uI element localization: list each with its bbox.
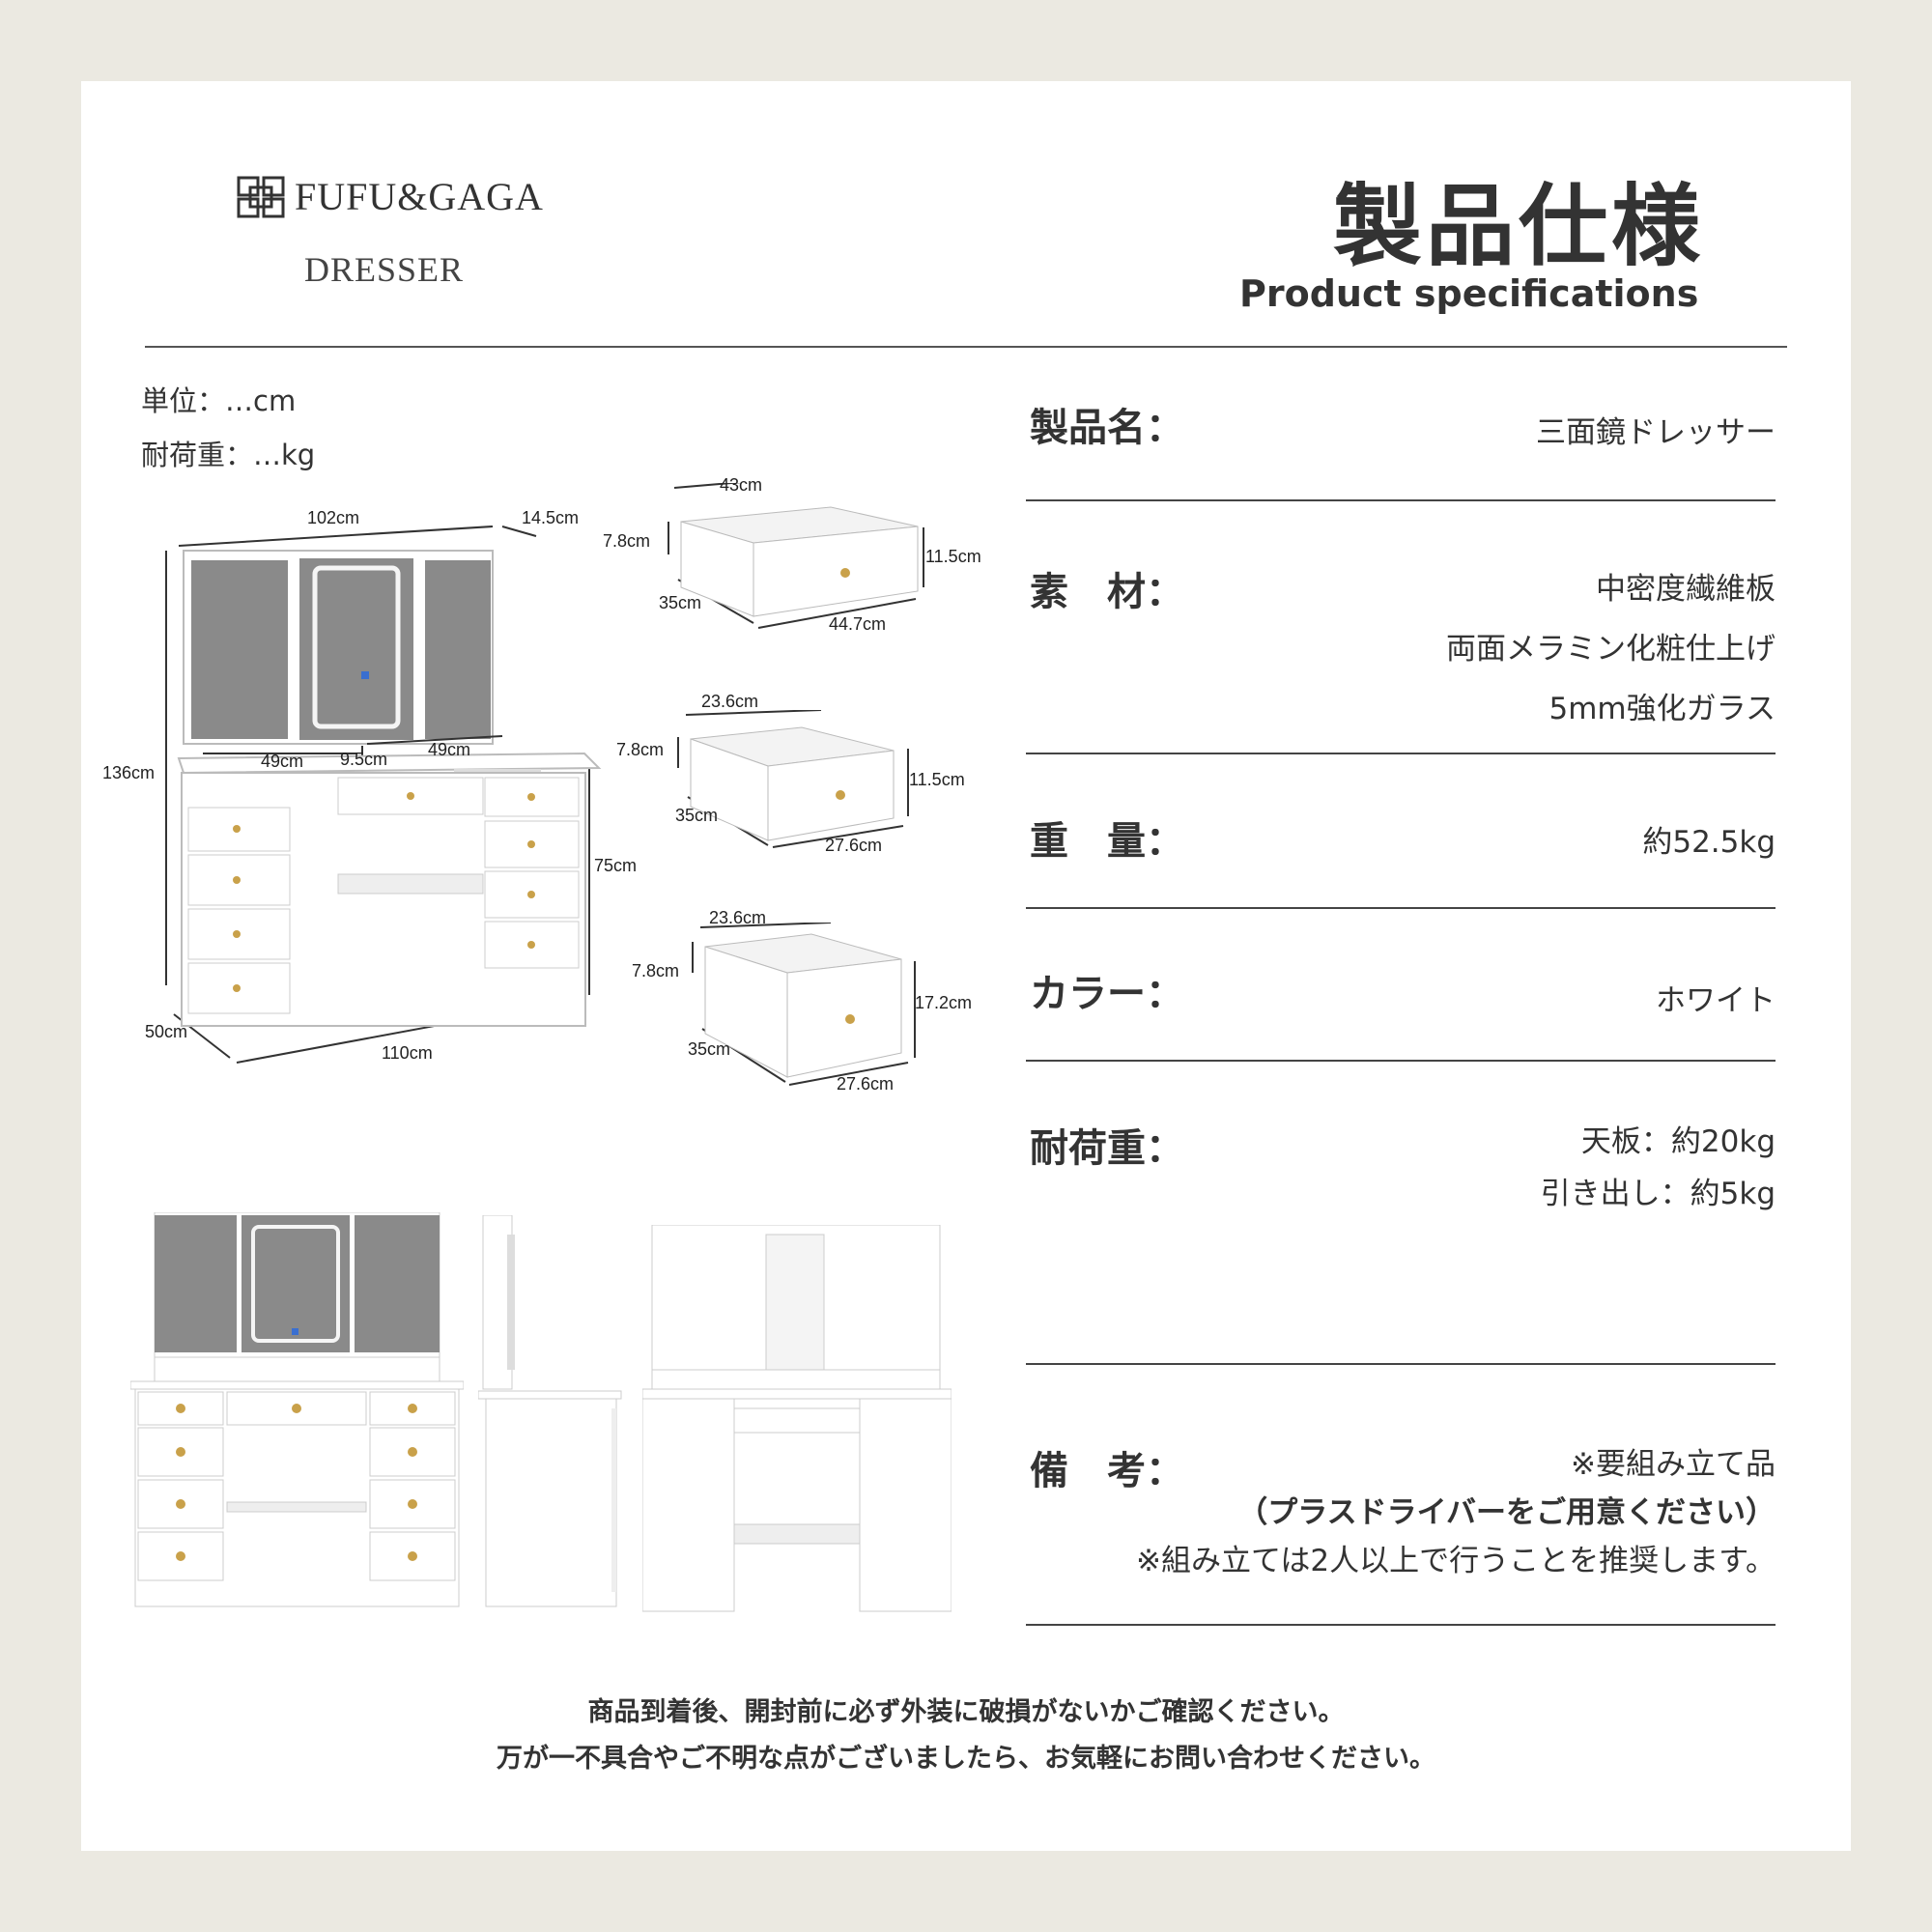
dresser-dimension-drawing [165, 526, 602, 1064]
drawer2-width: 23.6cm [701, 692, 759, 711]
interlocking-box-logo-icon [237, 176, 285, 217]
spec-notes-label: 備 考： [1030, 1449, 1184, 1493]
brand-subtitle: DRESSER [304, 250, 465, 289]
spec-material-value-1: 中密度繊維板 [1596, 572, 1776, 607]
notice-line-2: 万が一不具合やご不明な点がございましたら、お気軽にお問い合わせください。 [497, 1744, 1435, 1774]
spec-divider [1026, 907, 1776, 909]
drawer3-depth: 35cm [688, 1039, 731, 1059]
spec-weight-value: 約52.5kg [1642, 825, 1776, 860]
page-title-jp: 製品仕様 [1333, 175, 1705, 278]
unit-line: 単位：…cm [141, 384, 297, 417]
spec-divider [1026, 1363, 1776, 1365]
drawer1-front-width: 44.7cm [829, 614, 887, 634]
dresser-side-view [478, 1215, 622, 1607]
drawer1-height: 11.5cm [925, 547, 981, 566]
load-unit-line: 耐荷重：…kg [141, 439, 316, 471]
spec-color-value: ホワイト [1656, 983, 1776, 1018]
dim-top-depth: 14.5cm [522, 508, 580, 527]
spec-divider [1026, 1060, 1776, 1062]
drawer2-inner-height: 7.8cm [616, 740, 665, 759]
dim-mid-section: 9.5cm [340, 750, 388, 769]
spec-load-value-1: 天板：約20kg [1580, 1124, 1776, 1159]
drawer3-height: 17.2cm [915, 993, 973, 1012]
dim-width: 110cm [382, 1043, 433, 1063]
dim-left-section: 49cm [261, 752, 304, 771]
spec-material-label: 素 材： [1030, 570, 1184, 614]
spec-divider [1026, 753, 1776, 754]
drawer-medium-drawing [677, 710, 909, 848]
spec-notes-value-1: ※要組み立て品 [1571, 1447, 1776, 1482]
spec-notes-value-2: （プラスドライバーをご用意ください） [1237, 1495, 1776, 1530]
drawer3-inner-height: 7.8cm [632, 961, 680, 980]
dim-total-height: 136cm [102, 763, 156, 782]
spec-color-label: カラー： [1030, 972, 1184, 1016]
drawer2-height: 11.5cm [909, 770, 965, 789]
dim-top-width: 102cm [307, 508, 360, 527]
dim-depth: 50cm [145, 1022, 188, 1041]
dresser-front-view [130, 1212, 464, 1607]
brand-logo: FUFU&GAGA [237, 174, 544, 219]
drawer-deep-drawing [692, 923, 916, 1086]
header-divider [145, 346, 1787, 348]
spec-material-value-2: 両面メラミン化粧仕上げ [1446, 632, 1776, 667]
drawer3-front-width: 27.6cm [837, 1074, 895, 1094]
spec-weight-label: 重 量： [1030, 819, 1184, 864]
notice-line-1: 商品到着後、開封前に必ず外装に破損がないかご確認ください。 [587, 1697, 1345, 1727]
brand-name: FUFU&GAGA [295, 175, 544, 218]
spec-load-value-2: 引き出し：約5kg [1540, 1177, 1776, 1211]
drawer1-depth: 35cm [659, 593, 702, 612]
drawer1-inner-height: 7.8cm [603, 531, 651, 551]
spec-load-label: 耐荷重： [1030, 1126, 1184, 1171]
spec-material-value-3: 5mm強化ガラス [1548, 692, 1776, 726]
page-title-en: Product specifications [1239, 272, 1699, 315]
spec-divider [1026, 1624, 1776, 1626]
spec-name-label: 製品名： [1030, 406, 1184, 450]
spec-divider [1026, 499, 1776, 501]
drawer2-depth: 35cm [675, 806, 719, 825]
drawer-large-drawing [668, 483, 924, 629]
drawer2-front-width: 27.6cm [825, 836, 883, 855]
dim-table-height: 75cm [594, 856, 638, 875]
dresser-back-view [642, 1225, 952, 1612]
spec-notes-value-3: ※組み立ては2人以上で行うことを推奨します。 [1136, 1544, 1776, 1578]
drawer1-width: 43cm [720, 475, 763, 495]
dim-right-section: 49cm [428, 740, 471, 759]
spec-name-value: 三面鏡ドレッサー [1536, 415, 1776, 450]
drawer3-width: 23.6cm [709, 908, 767, 927]
